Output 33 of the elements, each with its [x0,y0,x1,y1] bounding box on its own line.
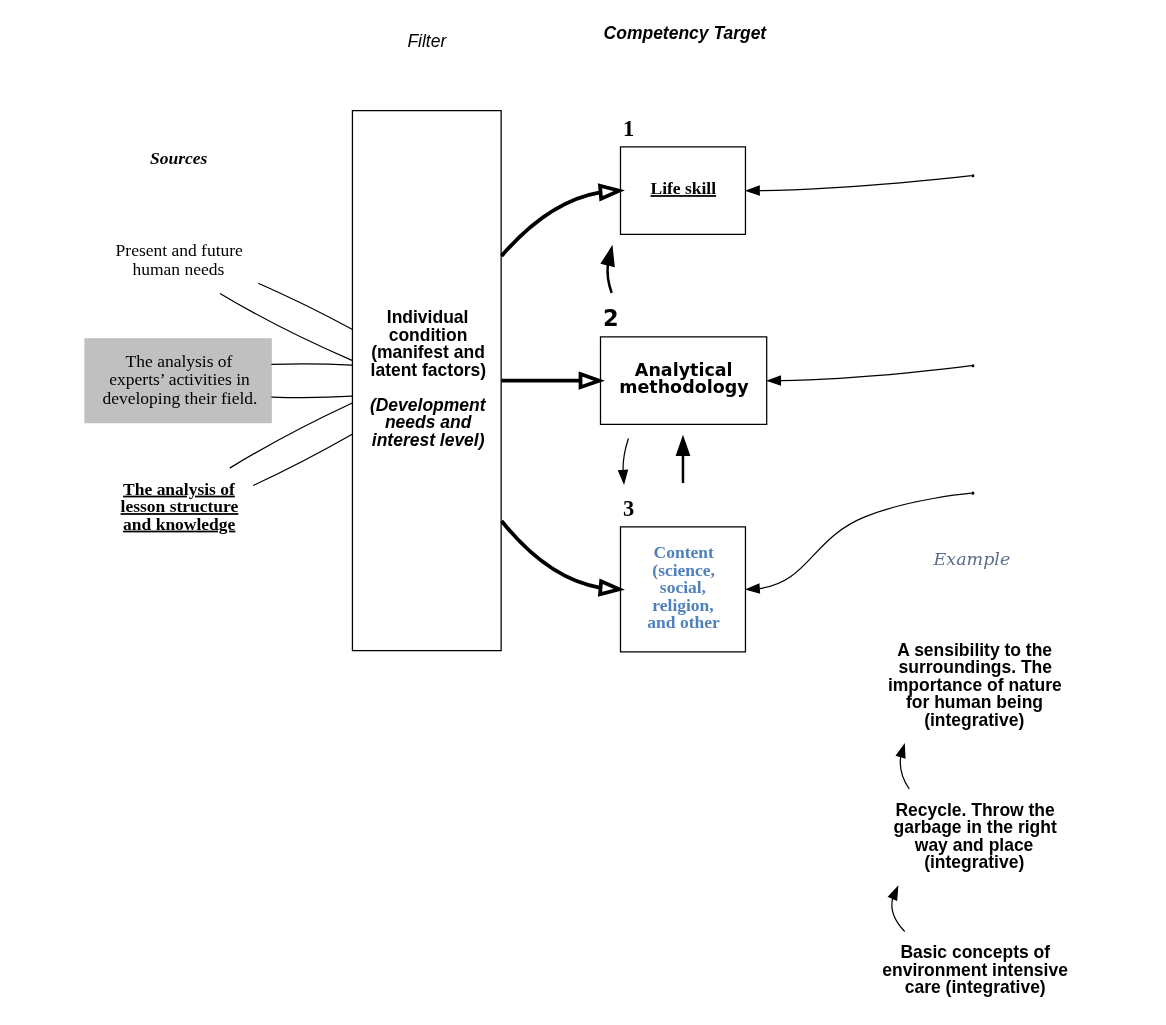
node-box: Content (science, social, religion, and other [619,526,747,653]
node-label: 2 [603,305,619,332]
arrow [895,742,910,790]
node-label: 3 [622,496,635,522]
node-box: Analytical methodology [599,336,768,426]
arrow [766,365,973,386]
node-label: 1 [622,116,635,142]
arrow [500,519,625,597]
node-text: Recycle. Throw the garbage in the right way and place (integrative) [893,799,1057,873]
label: Sources [149,148,208,169]
node-text: The analysis of lesson structure and knowledge [120,478,239,534]
arrow [600,244,615,294]
arrow [500,183,625,258]
connector [270,395,353,399]
connector [270,363,353,366]
arrow [617,437,630,485]
label: Filter [407,30,447,51]
arrow [501,371,605,390]
arrow [744,175,973,196]
connector [229,402,353,469]
node-text: Basic concepts of environment intensive care (integrative) [882,942,1068,998]
node-box: The analysis of experts’ activities in developing their field. [84,338,272,424]
arrow [887,885,906,933]
label: Competency Target [603,23,767,44]
node-text: Present and future human needs [115,239,243,279]
node-box: Life skill [619,146,747,236]
label: Example [933,549,1011,570]
node-box: Individual condition (manifest and latent factors) (Development needs and interest level) [351,110,502,652]
connector [219,292,353,362]
arrow [675,434,691,484]
connector [252,433,353,487]
node-text: A sensibility to the surroundings. The importance of nature for human being (integrative) [887,639,1062,730]
connector [257,282,353,330]
